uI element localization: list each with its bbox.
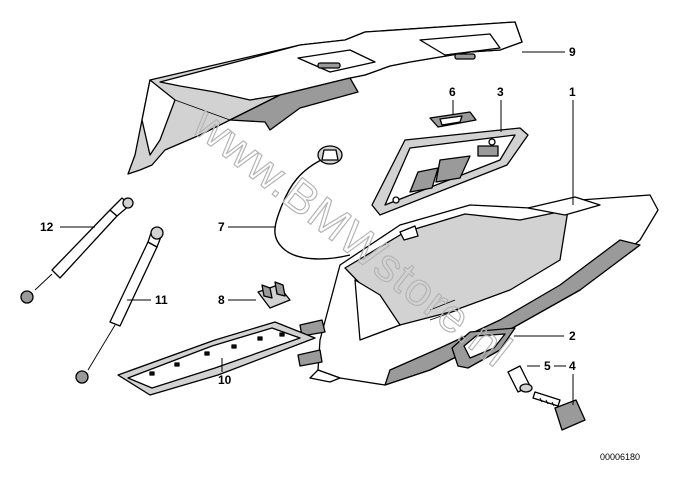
part-3-lock-plate — [371, 127, 529, 216]
part-8-latch-clip — [257, 281, 291, 309]
part-2-handle-bezel — [451, 327, 516, 369]
callout-2: 2 — [569, 329, 576, 343]
part-1-glove-box — [297, 194, 659, 386]
callout-12: 12 — [40, 220, 54, 234]
callout-5: 5 — [544, 359, 551, 373]
reference-number: 00006180 — [600, 452, 640, 462]
callout-8: 8 — [218, 293, 225, 307]
callout-4: 4 — [569, 359, 576, 373]
part-6-handle — [429, 111, 477, 128]
callout-6: 6 — [449, 85, 456, 99]
callout-10: 10 — [218, 373, 232, 387]
part-7-cable — [274, 145, 351, 260]
callout-1: 1 — [569, 85, 576, 99]
part-11-gas-strut — [75, 226, 164, 384]
part-12-gas-strut — [20, 197, 134, 304]
callout-11: 11 — [155, 293, 168, 307]
part-4-key — [532, 391, 586, 431]
callout-9: 9 — [569, 45, 576, 59]
part-9-upper-cover — [127, 21, 523, 175]
callout-7: 7 — [218, 220, 225, 234]
part-5-lock-cylinder — [507, 365, 533, 393]
part-10-mounting-rail — [117, 321, 316, 396]
callout-3: 3 — [497, 85, 504, 99]
